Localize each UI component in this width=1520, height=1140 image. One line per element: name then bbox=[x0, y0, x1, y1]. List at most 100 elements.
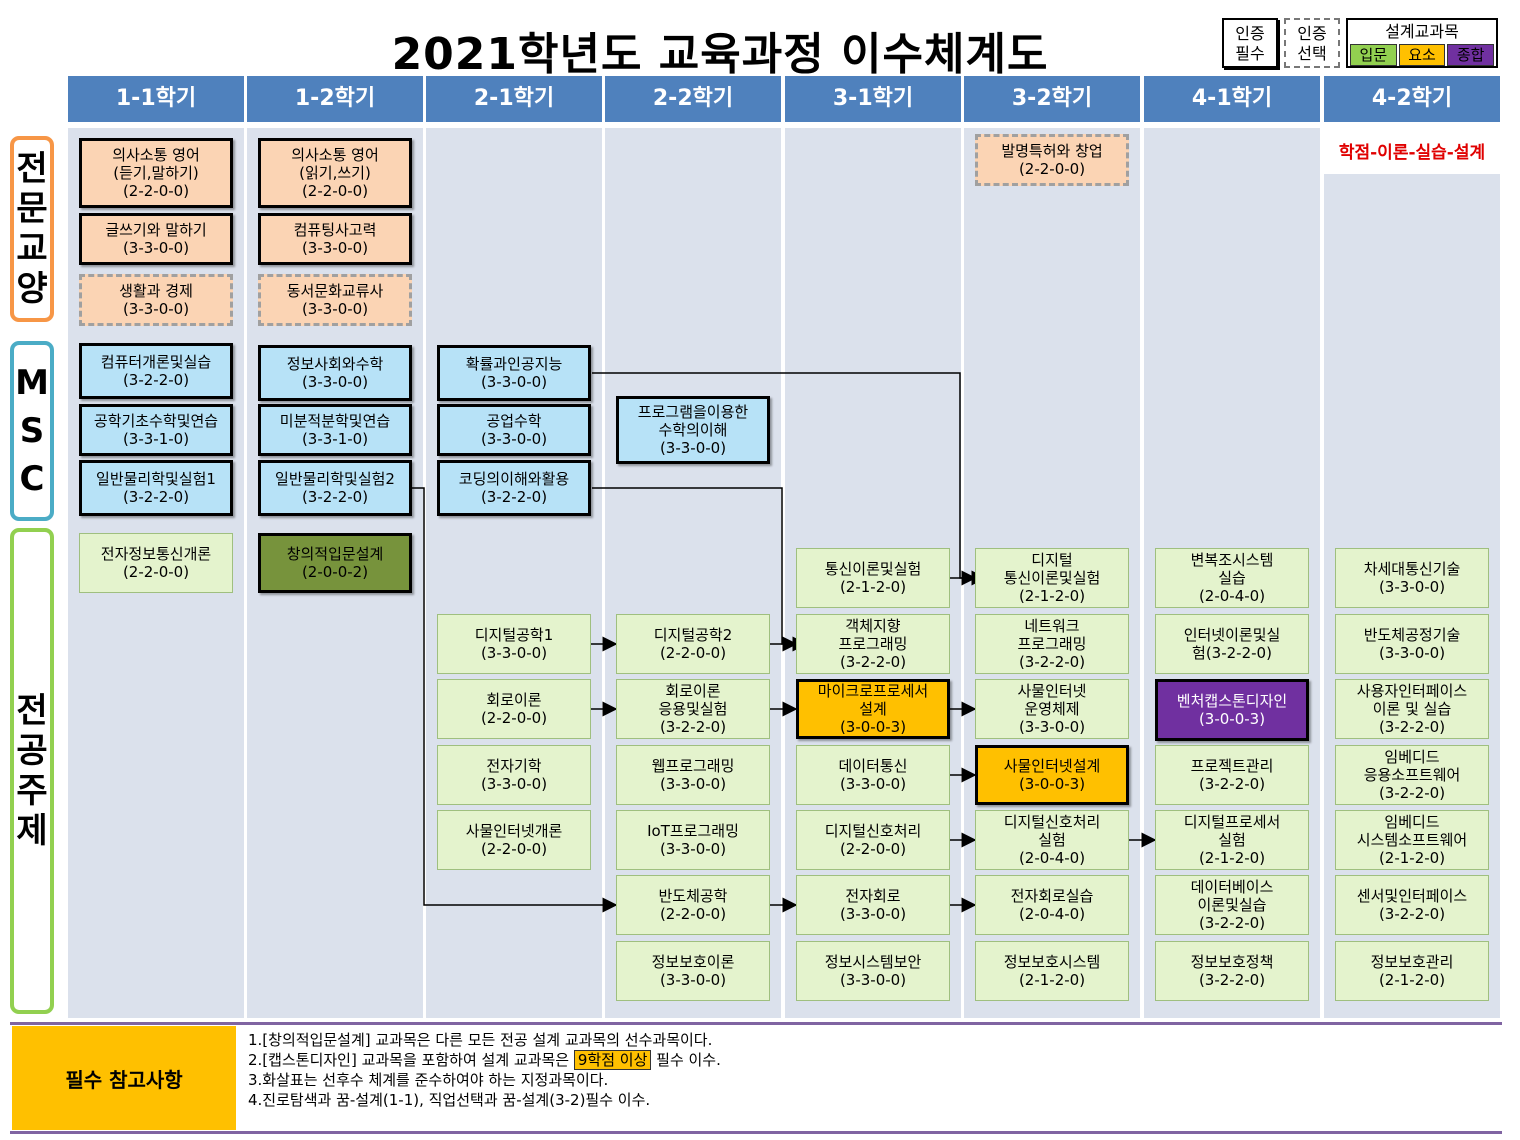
course-text: (2-1-2-0) bbox=[1378, 849, 1446, 867]
course-text: (3-2-2-0) bbox=[1378, 905, 1446, 923]
course-text: 회로이론 bbox=[665, 682, 721, 700]
course-text: 프로그램을이용한 bbox=[637, 403, 749, 421]
course-text: (3-3-0-0) bbox=[480, 430, 548, 448]
course-text: (3-2-2-0) bbox=[839, 653, 907, 671]
course-text: 의사소통 영어 bbox=[291, 146, 379, 164]
course-text: 생활과 경제 bbox=[119, 282, 193, 300]
category-char: C bbox=[19, 459, 45, 499]
course-text: (2-2-0-0) bbox=[480, 840, 548, 858]
course-text: (2-1-2-0) bbox=[1018, 587, 1086, 605]
course-box: 반도체공정기술(3-3-0-0) bbox=[1335, 614, 1489, 674]
course-text: 프로젝트관리 bbox=[1190, 757, 1274, 775]
course-text: (3-2-2-0) bbox=[301, 488, 369, 506]
course-text: 통신이론및실험 bbox=[824, 560, 922, 578]
course-text: (3-2-2-0) bbox=[1378, 718, 1446, 736]
course-text: 전자회로실습 bbox=[1010, 887, 1094, 905]
semester-column-3 bbox=[426, 128, 602, 1018]
course-text: 운영체제 bbox=[1024, 700, 1080, 718]
course-text: 회로이론 bbox=[486, 691, 542, 709]
course-text: (2-1-2-0) bbox=[839, 578, 907, 596]
course-box: 정보보호관리(2-1-2-0) bbox=[1335, 941, 1489, 1001]
course-text: (3-3-0-0) bbox=[122, 300, 190, 318]
course-text: (2-0-4-0) bbox=[1018, 849, 1086, 867]
course-text: 동서문화교류사 bbox=[286, 282, 384, 300]
course-text: 마이크로프로세서 bbox=[817, 682, 929, 700]
course-text: 웹프로그래밍 bbox=[651, 757, 735, 775]
course-text: 디지털신호처리 bbox=[1003, 813, 1101, 831]
course-text: 확률과인공지능 bbox=[465, 355, 563, 373]
course-text: (2-0-4-0) bbox=[1018, 905, 1086, 923]
course-box: 정보시스템보안(3-3-0-0) bbox=[796, 941, 950, 1001]
course-text: (2-2-0-0) bbox=[839, 840, 907, 858]
course-text: 사물인터넷설계 bbox=[1003, 757, 1101, 775]
course-text: 벤처캡스톤디자인 bbox=[1176, 692, 1288, 710]
course-text: 이론및실습 bbox=[1197, 896, 1267, 914]
course-text: 일반물리학및실험2 bbox=[275, 470, 395, 488]
course-text: (3-3-0-0) bbox=[1018, 718, 1086, 736]
course-text: 컴퓨팅사고력 bbox=[293, 221, 377, 239]
course-text: 사용자인터페이스 bbox=[1356, 682, 1468, 700]
course-text: (2-2-0-0) bbox=[1018, 160, 1086, 178]
course-box: 동서문화교류사(3-3-0-0) bbox=[258, 274, 412, 326]
legend-elective: 인증 선택 bbox=[1284, 18, 1340, 68]
course-text: 정보시스템보안 bbox=[824, 953, 922, 971]
course-text: IoT프로그래밍 bbox=[647, 822, 739, 840]
course-text: (2-1-2-0) bbox=[1378, 971, 1446, 989]
course-text: 컴퓨터개론및실습 bbox=[100, 353, 212, 371]
category-char: 문 bbox=[16, 189, 48, 229]
legend-design-title: 설계교과목 bbox=[1385, 22, 1459, 41]
course-text: 실험 bbox=[1218, 831, 1246, 849]
course-text: (3-2-2-0) bbox=[122, 371, 190, 389]
course-text: 공학기초수학및연습 bbox=[93, 412, 219, 430]
course-text: 반도체공학 bbox=[658, 887, 728, 905]
credit-format-note: 학점-이론-실습-설계 bbox=[1338, 143, 1486, 163]
course-text: 디지털공학2 bbox=[653, 626, 733, 644]
category-char: 제 bbox=[16, 811, 48, 851]
course-text: 네트워크 bbox=[1024, 617, 1080, 635]
course-text: 임베디드 bbox=[1384, 748, 1440, 766]
course-text: (2-0-4-0) bbox=[1198, 587, 1266, 605]
course-text: 데이터통신 bbox=[838, 757, 908, 775]
course-box: 정보보호정책(3-2-2-0) bbox=[1155, 941, 1309, 1001]
reference-note-text: 4.진로탐색과 꿈-설계(1-1), 직업선택과 꿈-설계(3-2)필수 이수. bbox=[248, 1091, 651, 1109]
course-text: 코딩의이해와활용 bbox=[458, 470, 570, 488]
course-text: (2-2-0-0) bbox=[122, 182, 190, 200]
course-text: (3-3-1-0) bbox=[301, 430, 369, 448]
course-box: 데이터통신(3-3-0-0) bbox=[796, 745, 950, 805]
category-char: 공 bbox=[16, 731, 48, 771]
course-box: 의사소통 영어(읽기,쓰기)(2-2-0-0) bbox=[258, 138, 412, 208]
course-text: 설계 bbox=[859, 700, 887, 718]
course-box: 웹프로그래밍(3-3-0-0) bbox=[616, 745, 770, 805]
legend-required: 인증 필수 bbox=[1222, 18, 1278, 68]
category-char: M bbox=[15, 363, 49, 403]
course-text: (3-2-2-0) bbox=[659, 718, 727, 736]
course-box: 발명특허와 창업(2-2-0-0) bbox=[975, 134, 1129, 186]
course-text: 데이터베이스 bbox=[1190, 878, 1274, 896]
course-text: (2-1-2-0) bbox=[1198, 849, 1266, 867]
course-box: 통신이론및실험(2-1-2-0) bbox=[796, 548, 950, 608]
course-text: (2-2-0-0) bbox=[122, 563, 190, 581]
reference-note: 2.[캡스톤디자인] 교과목을 포함하여 설계 교과목은 9학점 이상 필수 이… bbox=[248, 1050, 1498, 1070]
course-text: (3-3-0-0) bbox=[301, 373, 369, 391]
course-box: 전자회로(3-3-0-0) bbox=[796, 875, 950, 935]
course-text: (2-0-0-2) bbox=[301, 563, 369, 581]
course-text: 전자정보통신개론 bbox=[100, 545, 212, 563]
course-text: (2-2-0-0) bbox=[659, 905, 727, 923]
course-box: 차세대통신기술(3-3-0-0) bbox=[1335, 548, 1489, 608]
course-text: 디지털프로세서 bbox=[1183, 813, 1281, 831]
course-box: 정보보호이론(3-3-0-0) bbox=[616, 941, 770, 1001]
category-char: 전 bbox=[16, 149, 48, 189]
course-text: (3-2-2-0) bbox=[1198, 914, 1266, 932]
course-text: 사물인터넷개론 bbox=[465, 822, 563, 840]
course-text: (3-3-0-0) bbox=[480, 644, 548, 662]
course-text: 발명특허와 창업 bbox=[1001, 142, 1103, 160]
